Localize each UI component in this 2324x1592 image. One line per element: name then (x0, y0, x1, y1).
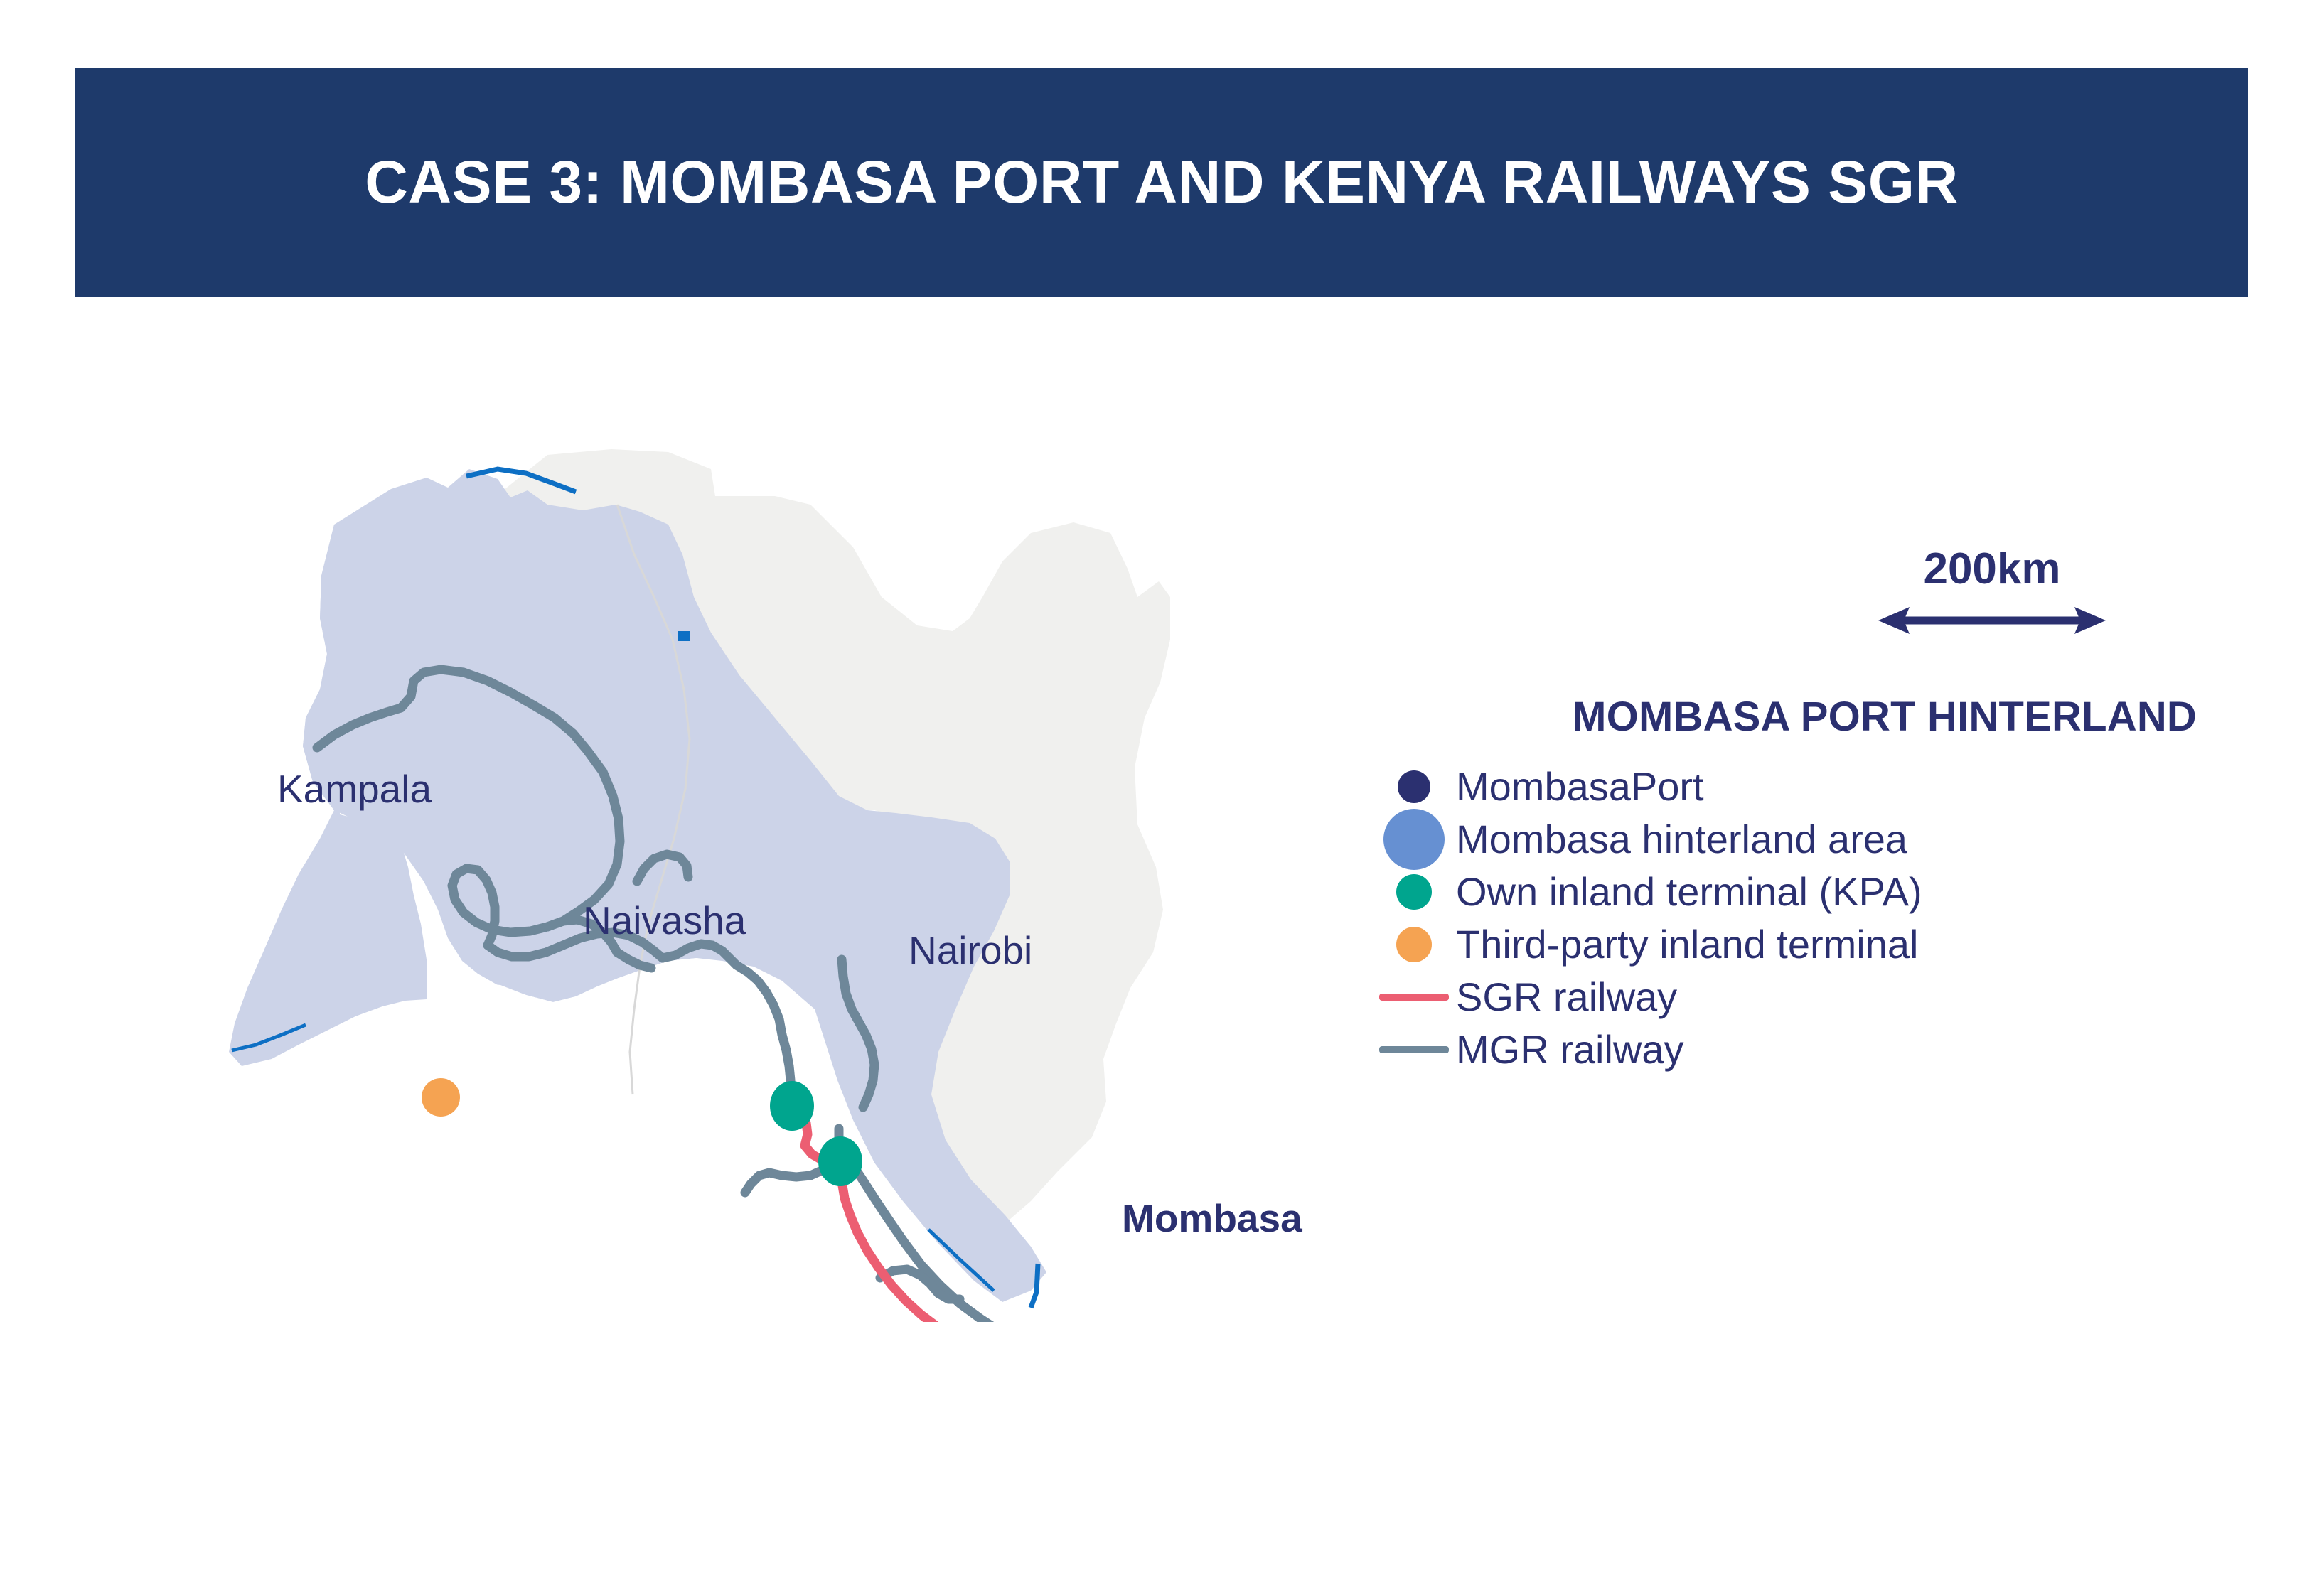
water-lake-spot (678, 631, 690, 641)
uganda-hinterland-area (229, 525, 427, 1066)
title-banner: CASE 3: MOMBASA PORT AND KENYA RAILWAYS … (75, 68, 2248, 297)
own-terminal-naivasha-dot (770, 1081, 814, 1131)
mgr-railway-line-icon (1379, 1046, 1449, 1053)
water-northern-shore (466, 466, 577, 495)
double-headed-arrow-icon (1878, 607, 2106, 634)
legend-label-own-inland-terminal: Own inland terminal (KPA) (1456, 869, 1922, 914)
legend-label-mombasa-port: MombasaPort (1456, 764, 1704, 809)
sgr-railway (787, 1102, 939, 1322)
legend-item-third-party-terminal: Third-party inland terminal (1372, 918, 2197, 971)
legend-label-sgr-railway: SGR railway (1456, 974, 1678, 1019)
scale-bar-label: 200km (1923, 544, 2061, 593)
map-notch (654, 975, 694, 996)
hinterland-area-dot-icon (1383, 809, 1445, 870)
water-coast-south (927, 1228, 995, 1292)
map-figure (213, 384, 1351, 1322)
legend-item-mombasa-port: MombasaPort (1372, 760, 2197, 813)
map-label-naivasha: Naivasha (583, 898, 746, 942)
page-title: CASE 3: MOMBASA PORT AND KENYA RAILWAYS … (365, 149, 1959, 216)
water-coast-mombasa (1028, 1263, 1041, 1309)
legend-marker-cell (1372, 809, 1456, 870)
mombasa-port-dot-icon (1398, 770, 1430, 803)
water-western-edge (231, 1023, 306, 1053)
scale-bar: 200km (1878, 547, 2106, 640)
own-inland-terminal-dot-icon (1396, 874, 1432, 910)
legend-label-mgr-railway: MGR railway (1456, 1027, 1684, 1072)
map-label-mombasa: Mombasa (1122, 1196, 1302, 1240)
sgr-railway-line-icon (1379, 994, 1449, 1001)
lake-victoria (429, 958, 711, 1143)
third-party-terminal-kampala-dot (422, 1078, 460, 1117)
legend-items-list: MombasaPort Mombasa hinterland area Own … (1372, 760, 2197, 1076)
legend-marker-cell (1372, 1023, 1456, 1076)
legend-item-hinterland-area: Mombasa hinterland area (1372, 809, 2197, 870)
map-label-kampala: Kampala (277, 767, 432, 811)
legend-marker-cell (1372, 866, 1456, 918)
legend-marker-cell (1372, 760, 1456, 813)
legend-label-third-party-terminal: Third-party inland terminal (1456, 922, 1919, 967)
third-party-terminal-dot-icon (1396, 927, 1432, 962)
legend-item-sgr-railway: SGR railway (1372, 971, 2197, 1023)
legend-item-mgr-railway: MGR railway (1372, 1023, 2197, 1076)
own-terminal-nairobi-dot (818, 1136, 862, 1186)
legend-marker-cell (1372, 918, 1456, 971)
mombasa-hinterland-area (303, 469, 1046, 1302)
internal-border-line (616, 504, 691, 1095)
legend-marker-cell (1372, 971, 1456, 1023)
map-label-nairobi: Nairobi (909, 928, 1033, 972)
legend-label-hinterland-area: Mombasa hinterland area (1456, 817, 1908, 861)
map-graphic (229, 449, 1170, 1322)
legend-title: MOMBASA PORT HINTERLAND (1572, 694, 2197, 740)
legend-item-own-inland-terminal: Own inland terminal (KPA) (1372, 866, 2197, 918)
